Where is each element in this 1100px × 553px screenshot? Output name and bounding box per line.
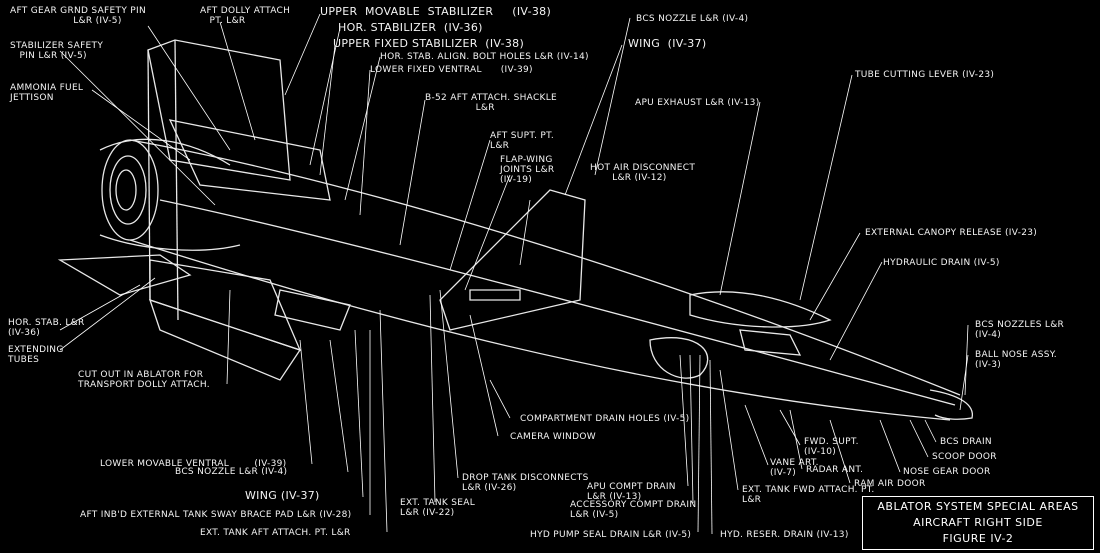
label-accessory-compt-drain: ACCESSORY COMPT DRAIN L&R (IV-5) <box>570 500 697 520</box>
figure-caption-box: ABLATOR SYSTEM SPECIAL AREAS AIRCRAFT RI… <box>862 496 1094 550</box>
label-aft-dolly-attach: AFT DOLLY ATTACH PT. L&R <box>200 6 291 26</box>
label-apu-exhaust: APU EXHAUST L&R (IV-13) <box>635 98 760 108</box>
label-wing-bottom: WING (IV-37) <box>245 489 320 502</box>
label-radar-ant: RADAR ANT. <box>806 465 864 475</box>
label-bcs-nozzle-top: BCS NOZZLE L&R (IV-4) <box>636 14 749 24</box>
label-lower-fixed-ventral: LOWER FIXED VENTRAL (IV-39) <box>370 65 533 75</box>
lower-fixed-ventral <box>148 298 302 381</box>
label-cutout-ablator: CUT OUT IN ABLATOR FOR TRANSPORT DOLLY A… <box>78 370 210 390</box>
fuselage-lower <box>129 239 951 421</box>
label-ball-nose-assy: BALL NOSE ASSY. (IV-3) <box>975 350 1057 370</box>
label-hor-stab-left: HOR. STAB. L&R (IV-36) <box>8 318 85 338</box>
ball-nose <box>929 389 973 420</box>
label-compartment-drain-holes: COMPARTMENT DRAIN HOLES (IV-5) <box>520 414 690 424</box>
label-aft-supt: AFT SUPT. PT. L&R <box>490 131 555 151</box>
label-ram-air-door: RAM AIR DOOR <box>854 479 926 489</box>
label-bcs-drain: BCS DRAIN <box>940 437 992 447</box>
wing <box>439 189 586 331</box>
label-vane-art: VANE ART. (IV-7) <box>770 458 819 478</box>
caption-line-2: AIRCRAFT RIGHT SIDE <box>913 516 1043 529</box>
label-hydraulic-drain: HYDRAULIC DRAIN (IV-5) <box>883 258 1000 268</box>
caption-line-1: ABLATOR SYSTEM SPECIAL AREAS <box>877 500 1079 513</box>
label-nose-gear-door: NOSE GEAR DOOR <box>903 467 991 477</box>
label-ext-tank-seal: EXT. TANK SEAL L&R (IV-22) <box>400 498 476 518</box>
label-hyd-reser-drain: HYD. RESER. DRAIN (IV-13) <box>720 530 849 540</box>
label-camera-window: CAMERA WINDOW <box>510 432 596 442</box>
label-upper-fixed-stabilizer: UPPER FIXED STABILIZER (IV-38) <box>333 37 525 50</box>
label-hor-stabilizer: HOR. STABILIZER (IV-36) <box>338 21 483 34</box>
label-lower-movable-ventral: LOWER MOVABLE VENTRAL (IV-39) <box>100 459 287 469</box>
label-drop-tank-disconnects: DROP TANK DISCONNECTS L&R (IV-26) <box>462 473 589 493</box>
label-ext-tank-aft-attach: EXT. TANK AFT ATTACH. PT. L&R <box>200 528 351 538</box>
label-ext-tank-fwd-attach: EXT. TANK FWD ATTACH. PT. L&R <box>742 485 875 505</box>
label-hyd-pump-seal-drain: HYD PUMP SEAL DRAIN L&R (IV-5) <box>530 530 692 540</box>
label-bcs-nozzles-right: BCS NOZZLES L&R (IV-4) <box>975 320 1065 340</box>
label-b52-shackle: B-52 AFT ATTACH. SHACKLE L&R <box>425 93 558 113</box>
label-tube-cutting-lever: TUBE CUTTING LEVER (IV-23) <box>855 70 995 80</box>
canopy <box>689 291 832 328</box>
label-hor-stab-align: HOR. STAB. ALIGN. BOLT HOLES L&R (IV-14) <box>380 52 589 62</box>
fuselage-upper <box>129 139 961 396</box>
label-apu-compt-drain: APU COMPT DRAIN L&R (IV-13) <box>587 482 676 502</box>
label-ammonia-fuel-jettison: AMMONIA FUEL JETTISON <box>10 83 84 103</box>
label-stabilizer-safety-pin: STABILIZER SAFETY PIN L&R (IV-5) <box>10 41 104 61</box>
label-upper-movable-stabilizer: UPPER MOVABLE STABILIZER (IV-38) <box>320 5 552 18</box>
horizontal-stabilizer <box>57 254 192 296</box>
upper-movable-stabilizer <box>147 39 291 181</box>
label-extending-tubes: EXTENDING TUBES <box>8 345 64 365</box>
upper-fixed-stabilizer <box>168 119 331 201</box>
label-hot-air-disconnect: HOT AIR DISCONNECT L&R (IV-12) <box>590 163 696 183</box>
label-aft-gear-pin: AFT GEAR GRND SAFETY PIN L&R (IV-5) <box>10 6 146 26</box>
label-external-canopy-release: EXTERNAL CANOPY RELEASE (IV-23) <box>865 228 1038 238</box>
label-aft-inbd-sway-brace: AFT INB'D EXTERNAL TANK SWAY BRACE PAD L… <box>80 510 352 520</box>
caption-line-3: FIGURE IV-2 <box>942 532 1014 545</box>
label-scoop-door: SCOOP DOOR <box>932 452 997 462</box>
label-fwd-supt: FWD. SUPT. (IV-10) <box>804 437 859 457</box>
label-wing-top: WING (IV-37) <box>628 37 707 50</box>
label-flap-wing-joints: FLAP-WING JOINTS L&R (IV-19) <box>500 155 555 185</box>
label-bcs-nozzle-bottom: BCS NOZZLE L&R (IV-4) <box>175 467 288 477</box>
